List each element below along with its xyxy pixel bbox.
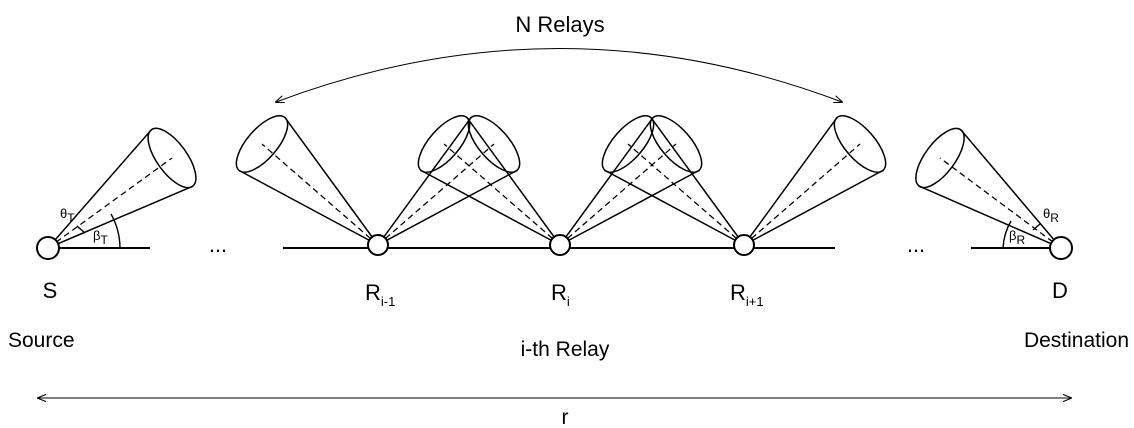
beam-axis <box>261 143 379 246</box>
beam-axis <box>443 143 561 246</box>
beam-edge <box>238 117 379 246</box>
beam-edge <box>559 117 700 246</box>
theta-t-mark <box>76 225 86 234</box>
beta-r-arc <box>1002 220 1012 249</box>
beta-t-label: βT <box>93 228 108 247</box>
source-beam <box>47 127 197 249</box>
antenna-beams <box>47 115 1062 249</box>
relay-next-beam-back <box>601 115 745 246</box>
beam-edge <box>918 129 1062 249</box>
relay-cur-label: Ri <box>551 280 570 309</box>
beta-r-label: βR <box>1009 228 1025 247</box>
source-caption: Source <box>8 329 75 352</box>
beam-aperture <box>601 115 655 173</box>
beam-axis <box>627 143 745 246</box>
beam-edge <box>743 117 884 246</box>
relay-prev-node <box>367 234 389 256</box>
destination-node <box>1049 236 1073 260</box>
beam-aperture <box>235 115 289 173</box>
relay-prev-label: Ri-1 <box>365 280 395 309</box>
beam-axis <box>559 143 677 246</box>
ellipsis-left: ... <box>209 232 227 257</box>
relay-cur-node <box>549 234 571 256</box>
beam-aperture <box>467 115 521 173</box>
theta-r-mark <box>1032 223 1041 231</box>
beam-edge <box>420 117 561 246</box>
relay-next-beam-fwd <box>743 115 887 246</box>
beam-axis <box>47 157 173 249</box>
ellipsis-right: ... <box>907 232 925 257</box>
beam-aperture <box>833 115 887 173</box>
relay-cur-beam-back <box>417 115 561 246</box>
source-symbol: S <box>43 278 58 303</box>
relay-cur-beam-fwd <box>559 115 703 246</box>
beam-edge <box>377 117 518 246</box>
beam-edge <box>604 117 745 246</box>
relay-next-label: Ri+1 <box>730 280 764 309</box>
n-relays-arc <box>276 48 842 103</box>
beta-t-arc <box>110 213 121 249</box>
beam-axis <box>377 143 495 246</box>
diagram-title: N Relays <box>515 12 604 37</box>
beam-axis <box>743 143 861 246</box>
distance-label: r <box>562 406 569 428</box>
relay-prev-beam-fwd <box>377 115 521 246</box>
theta-t-label: θT <box>60 206 75 225</box>
theta-r-label: θR <box>1043 206 1059 225</box>
relay-cur-caption: i-th Relay <box>521 338 610 361</box>
beam-aperture <box>147 127 197 189</box>
source-node <box>36 236 60 260</box>
relay-next-node <box>733 234 755 256</box>
relay-prev-beam-back <box>235 115 379 246</box>
beam-aperture <box>649 115 703 173</box>
beam-edge <box>47 129 193 249</box>
destination-symbol: D <box>1052 278 1068 303</box>
destination-beam <box>915 127 1062 249</box>
beam-axis <box>939 157 1062 249</box>
destination-caption: Destination <box>1024 329 1129 352</box>
beam-aperture <box>417 115 471 173</box>
